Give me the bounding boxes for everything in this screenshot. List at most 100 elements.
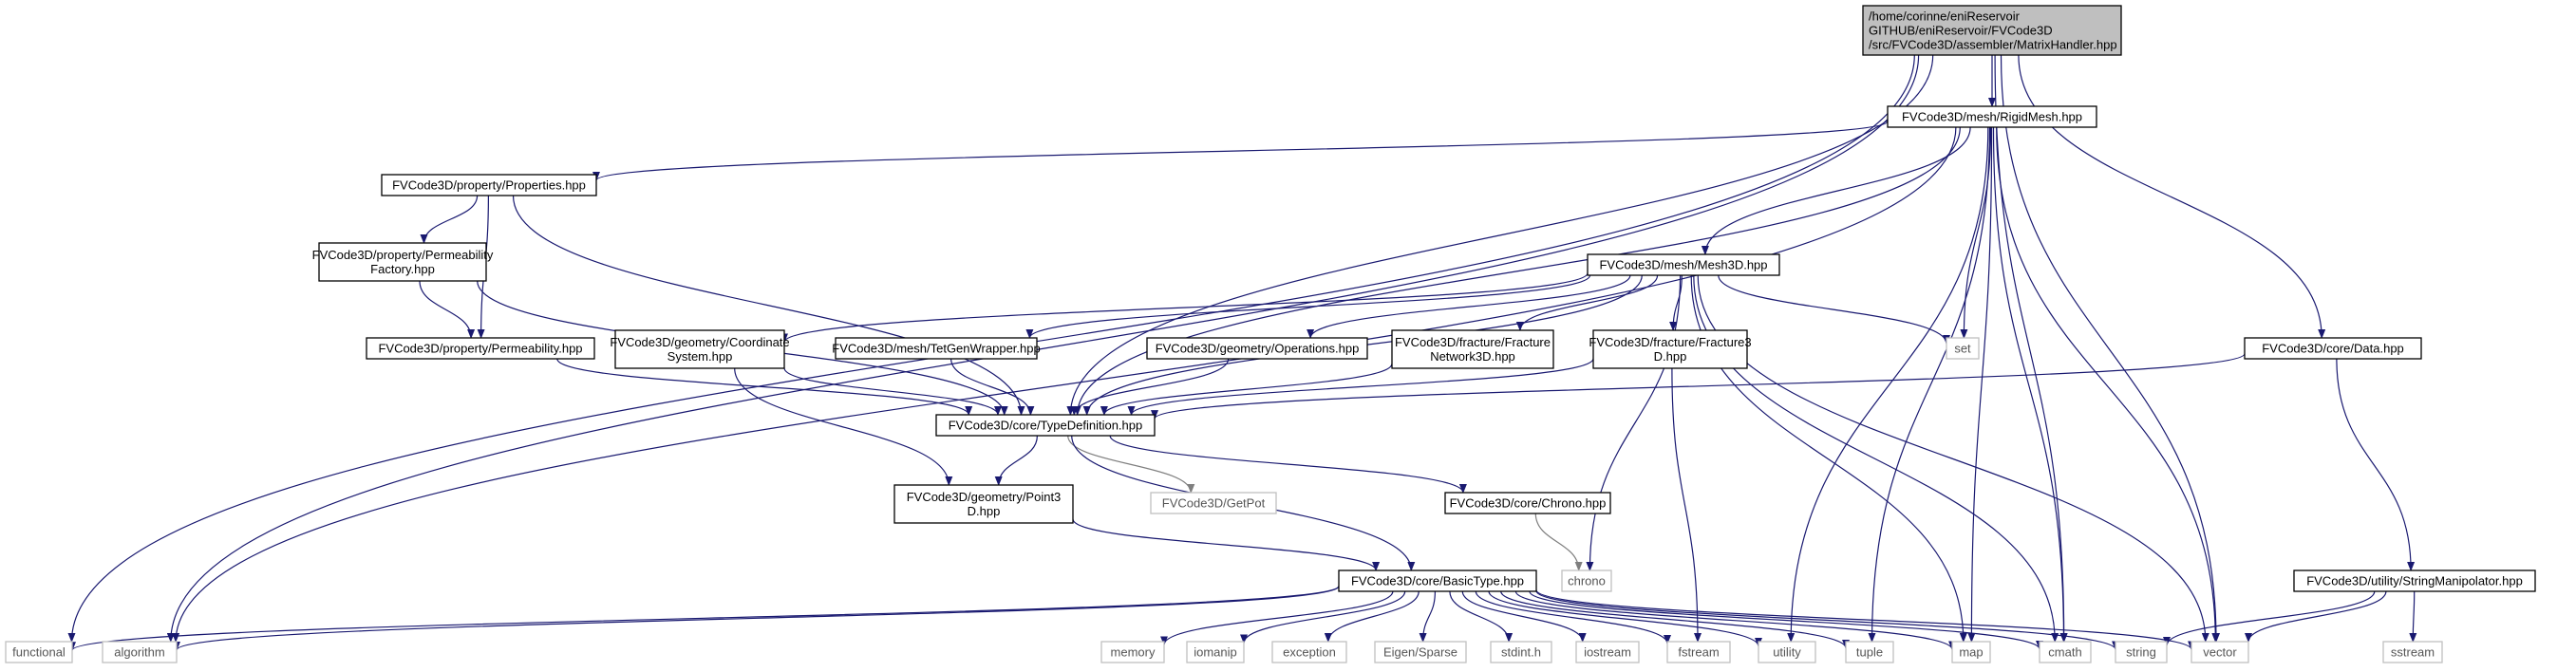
- node-label: FVCode3D/geometry/Point3: [907, 490, 1062, 504]
- node-box: [935, 414, 1156, 437]
- node-label: chrono: [1568, 574, 1606, 588]
- node-box: [1887, 105, 2097, 128]
- edge-basictype-to-map: [1514, 590, 1956, 651]
- node-label: FVCode3D/core/Data.hpp: [2262, 342, 2404, 356]
- node-properties[interactable]: FVCode3D/property/Properties.hpp: [381, 174, 597, 196]
- node-box: [318, 242, 487, 282]
- node-fstream: fstream: [1666, 641, 1731, 663]
- edge-mesh3d-to-tetgen: [1025, 274, 1591, 339]
- node-rigidmesh[interactable]: FVCode3D/mesh/RigidMesh.hpp: [1887, 105, 2097, 128]
- node-tuple: tuple: [1845, 641, 1894, 663]
- edge-rigidmesh-to-typedef: [1073, 126, 1961, 416]
- edge-rigidmesh-to-cmath: [1992, 126, 2068, 643]
- edge-basictype-to-cmath: [1529, 590, 2043, 650]
- node-label: FVCode3D/property/Properties.hpp: [392, 178, 586, 193]
- edge-basictype-to-memory: [1160, 590, 1394, 646]
- node-label: vector: [2203, 645, 2237, 660]
- node-label: string: [2126, 645, 2156, 660]
- node-map: map: [1951, 641, 1991, 663]
- node-box: [2115, 641, 2168, 663]
- node-box: [381, 174, 597, 196]
- node-operations[interactable]: FVCode3D/geometry/Operations.hpp: [1146, 337, 1368, 360]
- edge-strmanip-to-vector: [2245, 590, 2387, 643]
- node-label: D.hpp: [968, 504, 1001, 518]
- edge-properties-to-permfactory: [420, 195, 479, 244]
- node-permfactory[interactable]: FVCode3D/property/PermeabilityFactory.hp…: [312, 242, 494, 282]
- node-box: [1186, 641, 1245, 663]
- node-label: System.hpp: [668, 349, 733, 364]
- node-label: /home/corinne/eniReservoir: [1869, 9, 2021, 24]
- node-box: [1490, 641, 1552, 663]
- nodes-layer: /home/corinne/eniReservoirGITHUB/eniRese…: [5, 5, 2536, 663]
- edge-basictype-to-utility: [1488, 590, 1762, 647]
- edge-basictype-to-fstream: [1475, 590, 1671, 644]
- node-label: GITHUB/eniReservoir/FVCode3D: [1869, 24, 2053, 38]
- edge-strmanip-to-sstream: [2409, 590, 2417, 643]
- node-basictype[interactable]: FVCode3D/core/BasicType.hpp: [1338, 569, 1537, 592]
- node-box: [102, 641, 178, 663]
- edge-root-to-algorithm: [166, 54, 1920, 643]
- node-chronohpp[interactable]: FVCode3D/core/Chrono.hpp: [1444, 492, 1611, 514]
- node-box: [1150, 492, 1277, 514]
- node-label: FVCode3D/GetPot: [1162, 496, 1266, 511]
- edge-root-to-cmath: [1994, 54, 2068, 643]
- edge-data-to-strmanip: [2336, 358, 2416, 571]
- edge-mesh3d-to-set: [1718, 274, 1950, 345]
- edge-fracnet-to-typedef: [1100, 363, 1393, 416]
- node-typedef[interactable]: FVCode3D/core/TypeDefinition.hpp: [935, 414, 1156, 437]
- edge-typedef-to-chronohpp: [1109, 435, 1467, 494]
- node-label: sstream: [2391, 645, 2435, 660]
- edge-basictype-to-tuple: [1500, 590, 1850, 649]
- node-label: FVCode3D/property/Permeability: [312, 248, 494, 262]
- node-box: [1561, 569, 1612, 592]
- edge-permfactory-to-permeability: [419, 280, 476, 339]
- edge-permeability-to-typedef: [556, 358, 973, 416]
- node-label: FVCode3D/mesh/TetGenWrapper.hpp: [832, 342, 1040, 356]
- edge-strmanip-to-string: [2163, 590, 2376, 646]
- node-iomanip: iomanip: [1186, 641, 1245, 663]
- node-box: [2293, 569, 2536, 592]
- node-box: [366, 337, 595, 360]
- node-label: set: [1954, 342, 1971, 356]
- node-box: [1271, 641, 1347, 663]
- node-root[interactable]: /home/corinne/eniReservoirGITHUB/eniRese…: [1862, 5, 2122, 56]
- edge-coordsys-to-typedef: [783, 367, 1002, 416]
- node-set: set: [1946, 337, 1980, 360]
- node-mesh3d[interactable]: FVCode3D/mesh/Mesh3D.hpp: [1587, 253, 1780, 276]
- node-box: [1845, 641, 1894, 663]
- node-label: stdint.h: [1501, 645, 1541, 660]
- node-tetgen[interactable]: FVCode3D/mesh/TetGenWrapper.hpp: [832, 337, 1041, 360]
- edge-basictype-to-iomanip: [1240, 590, 1406, 644]
- edge-mesh3d-to-chrono: [1586, 274, 1682, 571]
- node-label: Network3D.hpp: [1430, 349, 1515, 364]
- node-label: iostream: [1584, 645, 1631, 660]
- node-box: [614, 329, 785, 369]
- edge-chronohpp-to-chrono: [1534, 513, 1583, 571]
- node-functional: functional: [5, 641, 73, 663]
- node-box: [893, 484, 1074, 524]
- node-utility: utility: [1758, 641, 1816, 663]
- node-permeability[interactable]: FVCode3D/property/Permeability.hpp: [366, 337, 595, 360]
- node-label: FVCode3D/fracture/Fracture: [1395, 335, 1551, 349]
- node-label: tuple: [1856, 645, 1883, 660]
- node-box: [1146, 337, 1368, 360]
- node-label: functional: [12, 645, 66, 660]
- node-label: FVCode3D/core/Chrono.hpp: [1450, 496, 1607, 511]
- node-box: [1666, 641, 1731, 663]
- node-label: FVCode3D/property/Permeability.hpp: [378, 342, 582, 356]
- node-box: [1862, 5, 2122, 56]
- node-label: FVCode3D/mesh/RigidMesh.hpp: [1902, 110, 2082, 124]
- node-data[interactable]: FVCode3D/core/Data.hpp: [2244, 337, 2422, 360]
- node-label: FVCode3D/core/TypeDefinition.hpp: [949, 419, 1143, 433]
- edge-basictype-to-algorithm: [173, 586, 1340, 651]
- node-strmanip[interactable]: FVCode3D/utility/StringManipolator.hpp: [2293, 569, 2536, 592]
- node-box: [2244, 337, 2422, 360]
- node-box: [1338, 569, 1537, 592]
- node-label: FVCode3D/fracture/Fracture3: [1589, 335, 1751, 349]
- edge-rigidmesh-to-properties: [592, 121, 1889, 181]
- node-box: [5, 641, 73, 663]
